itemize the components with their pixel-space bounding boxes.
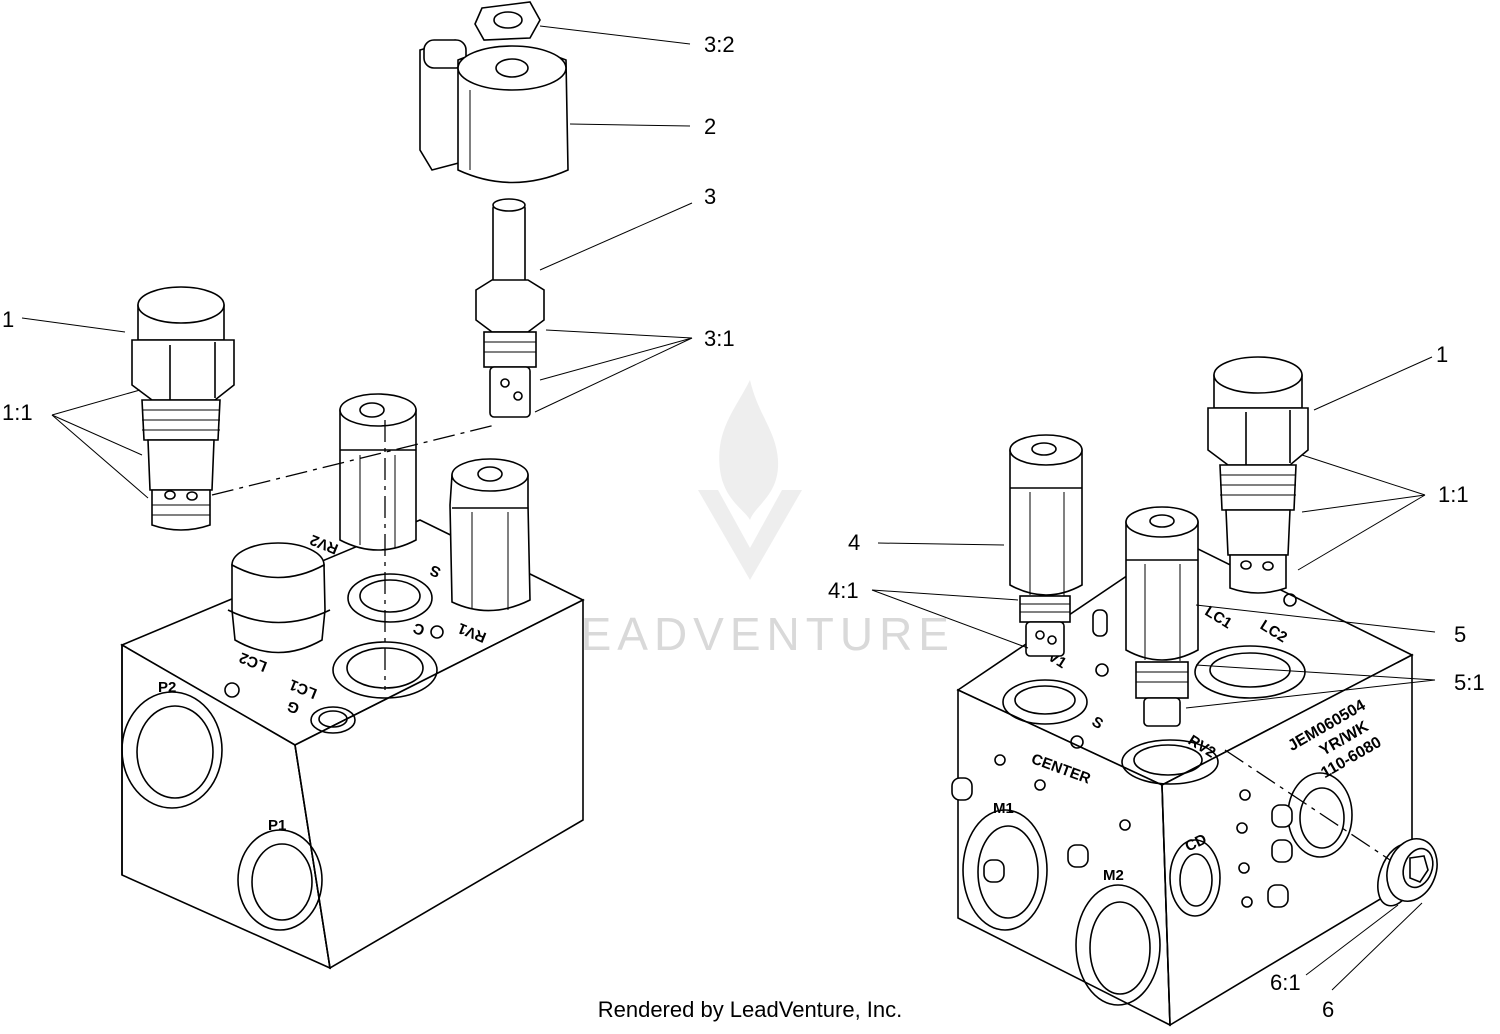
cartridge-5 [1125,506,1199,727]
left-manifold-block: P2 P1 LC2 LC1 G RV2 S C RV1 [120,393,585,970]
solenoid-nut [474,1,541,41]
relief-valve-right [1207,356,1309,594]
port-label-m1: M1 [993,800,1014,817]
port-label-p2: P2 [158,679,176,696]
callout-5-1: 5:1 [1454,670,1485,695]
port-label-m2: M2 [1103,867,1124,884]
callout-4: 4 [848,530,860,555]
cartridge-4 [1009,434,1083,657]
orifice-fittings [951,609,1293,908]
callout-1-1-left: 1:1 [2,400,33,425]
solenoid-cartridge [475,198,545,418]
callout-6: 6 [1322,997,1334,1022]
leader-lines [21,25,1436,991]
callout-2: 2 [704,114,716,139]
callout-6-1: 6:1 [1270,970,1301,995]
watermark-text: LEADVENTURE [549,608,955,660]
flame-v-logo-icon [698,380,802,580]
callout-1-1-right: 1:1 [1438,482,1469,507]
callout-1-right: 1 [1436,342,1448,367]
plug-6 [1377,838,1438,907]
callout-4-1: 4:1 [828,578,859,603]
right-manifold-block: V1 S LC1 LC2 RV2 CENTER M1 M2 CD JEM0605… [951,539,1414,1027]
port-label-p1: P1 [268,817,286,834]
relief-valve-left [131,286,235,531]
solenoid-coil [419,39,569,184]
callout-3-2: 3:2 [704,32,735,57]
callout-5: 5 [1454,622,1466,647]
callout-3-1: 3:1 [704,326,735,351]
callout-1-left: 1 [2,307,14,332]
callout-3: 3 [704,184,716,209]
footer-credit: Rendered by LeadVenture, Inc. [598,997,903,1022]
